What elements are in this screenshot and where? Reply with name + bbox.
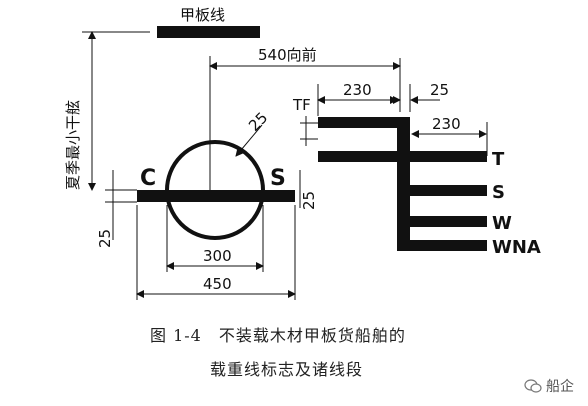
figure-caption-line2: 载重线标志及诸线段 (210, 360, 364, 379)
tf-label: TF (292, 96, 311, 114)
line-t-bar (397, 151, 487, 162)
dim-25-left-label: 25 (96, 229, 114, 248)
line-f-bar (318, 151, 410, 162)
dim-25-vert-right-label: 25 (300, 191, 318, 210)
c-letter: C (140, 166, 156, 191)
line-wna-bar (397, 240, 487, 251)
dim-300-label: 300 (203, 247, 232, 265)
mark-s-label: S (492, 182, 505, 203)
dim-25-circle-label: 25 (245, 109, 271, 135)
dim-25-top-label: 25 (430, 81, 449, 99)
line-s-bar (397, 185, 487, 196)
forward-540-label: 540向前 (258, 46, 317, 64)
deck-line-label: 甲板线 (180, 6, 225, 24)
dim-230-right-label: 230 (432, 115, 461, 133)
watermark-text: 船企 (546, 379, 574, 395)
disc-horizontal-bar (137, 190, 295, 202)
vertical-stem (397, 117, 410, 251)
mark-wna-label: WNA (492, 237, 541, 258)
deck-line-bar (157, 26, 260, 38)
wechat-icon (524, 379, 542, 393)
ring-width-arrow (235, 124, 263, 157)
line-tf-bar (318, 117, 410, 128)
watermark: 船企 (524, 376, 574, 396)
mark-t-label: T (492, 149, 505, 170)
s-letter: S (270, 166, 286, 191)
figure-caption-line1: 图 1-4 不装载木材甲板货船舶的 (150, 326, 406, 345)
mark-w-label: W (492, 213, 512, 234)
dim-450-label: 450 (203, 275, 232, 293)
dim-230-top-label: 230 (343, 81, 372, 99)
freeboard-label: 夏季最小干舷 (64, 100, 82, 190)
line-w-bar (397, 216, 487, 227)
